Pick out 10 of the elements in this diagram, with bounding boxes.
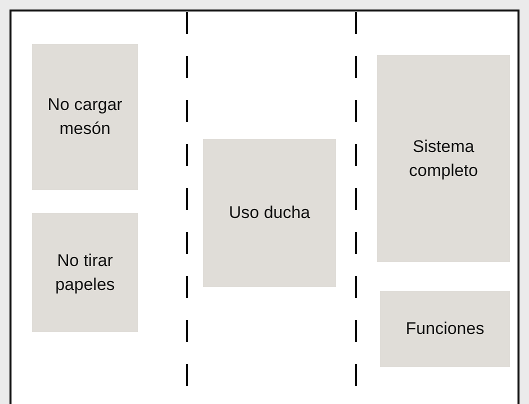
box-label: Funciones <box>406 318 484 340</box>
text-box <box>380 291 510 367</box>
text-box <box>377 55 510 262</box>
text-box <box>32 44 138 190</box>
box-label: No tirar papeles <box>54 250 116 296</box>
text-box <box>203 139 336 287</box>
box-label: Uso ducha <box>228 202 310 224</box>
box-label: Sistema completo <box>408 136 479 182</box>
text-box <box>32 213 138 332</box>
box-label: No cargar mesón <box>46 94 124 140</box>
